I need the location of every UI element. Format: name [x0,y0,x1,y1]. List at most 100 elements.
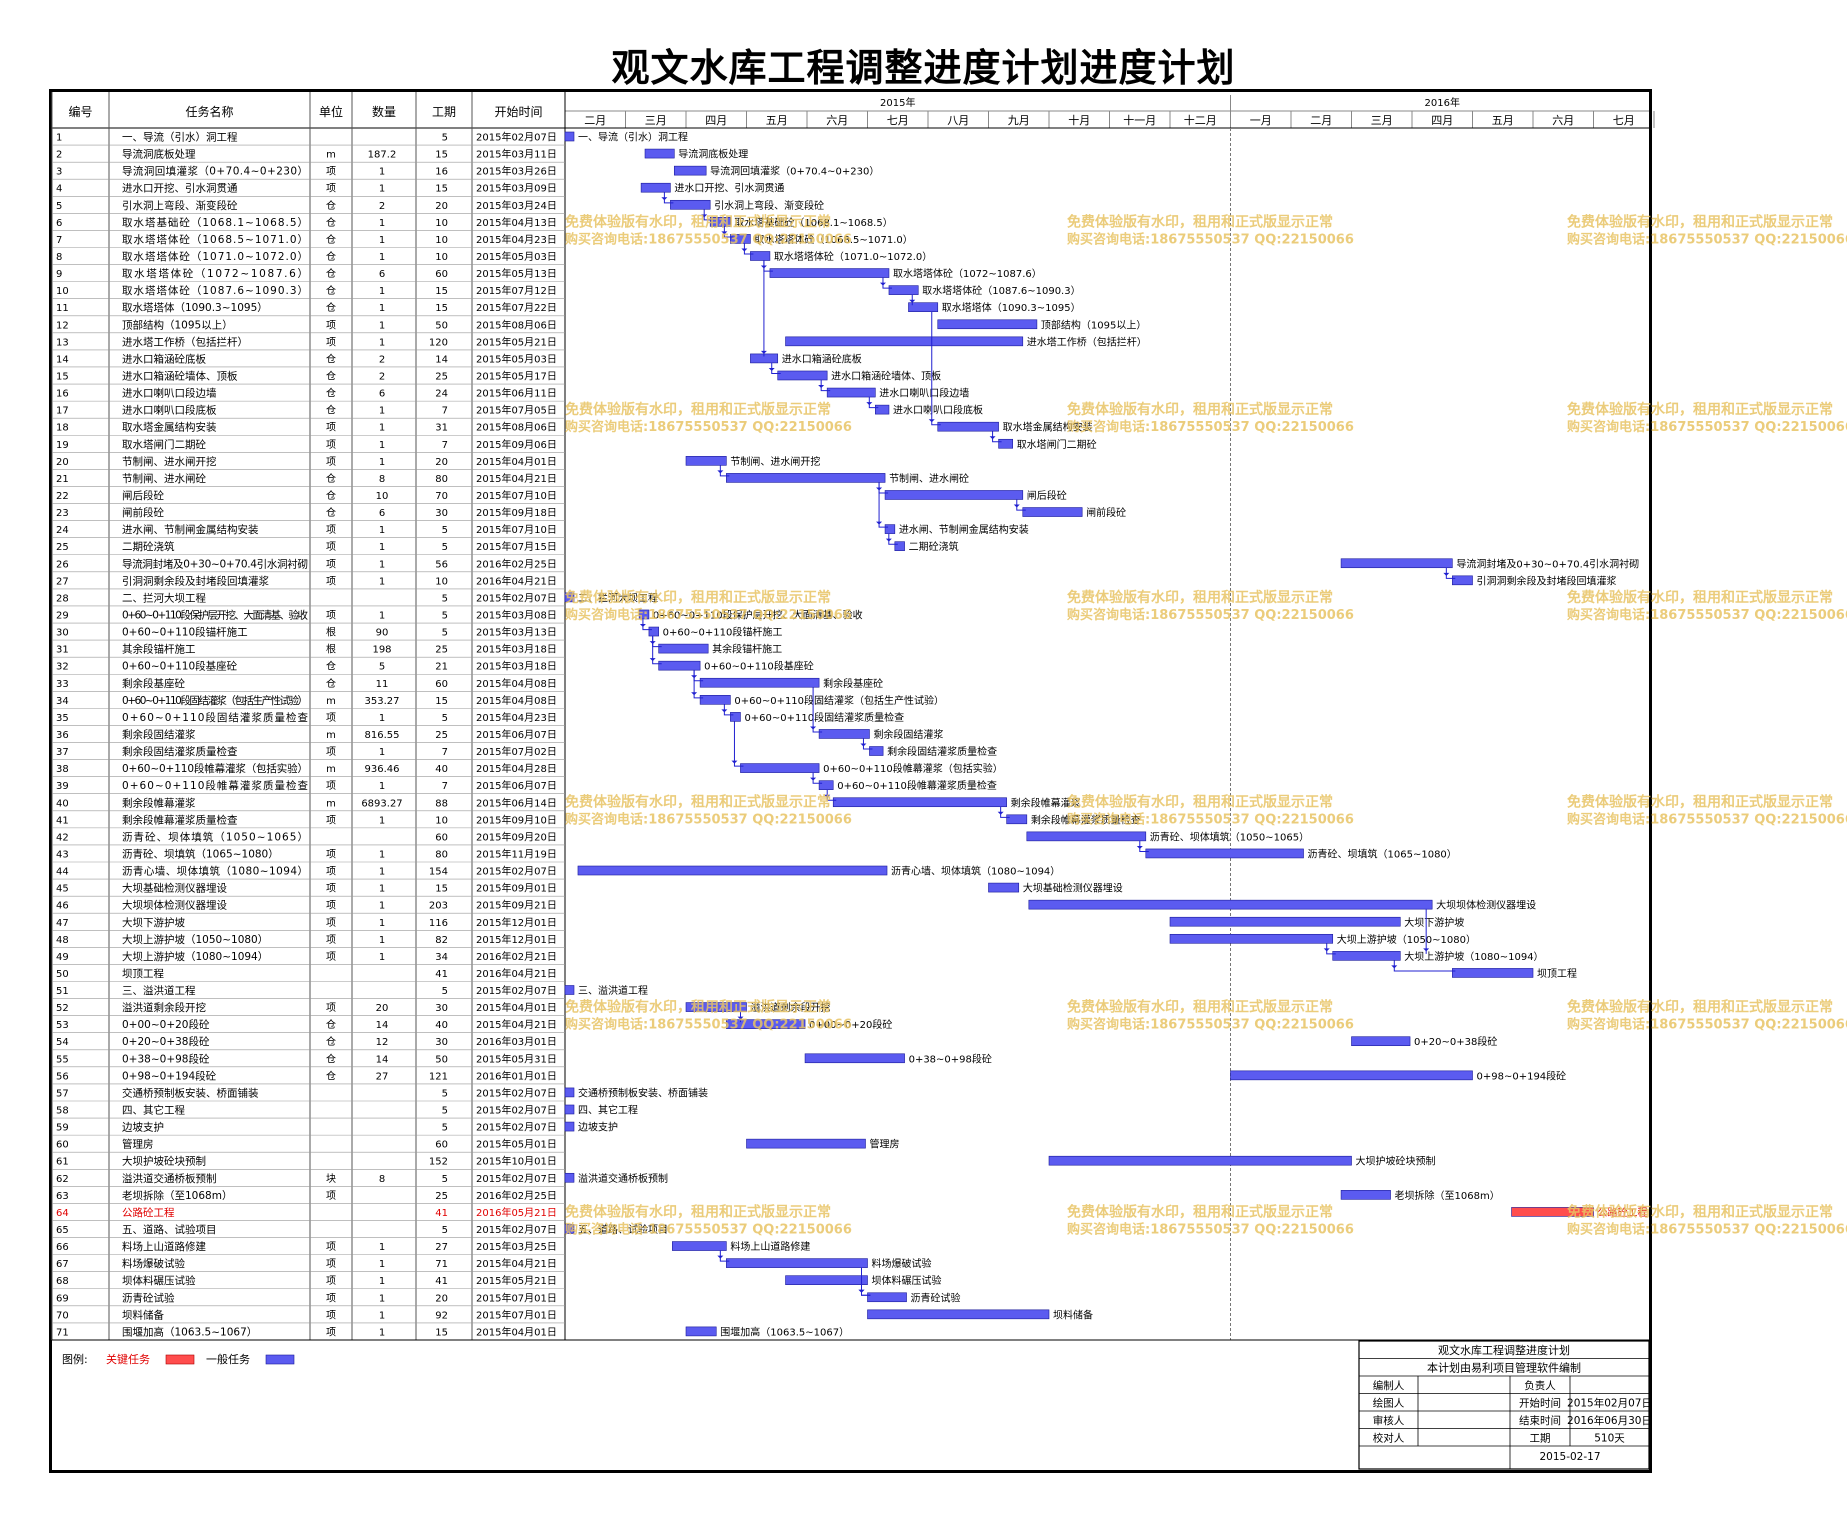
task-qty: 1 [379,167,385,178]
task-name: 进水口喇叭口段底板 [122,404,217,417]
task-duration: 5 [442,525,448,536]
task-name: 导流洞封堵及0+30~0+70.4引水洞衬砌 [122,557,308,570]
task-start: 2015年10月01日 [476,1155,557,1168]
row-id: 14 [56,354,69,365]
task-qty: 1 [379,337,385,348]
task-duration: 203 [429,901,448,912]
task-bar [1340,1190,1391,1200]
task-duration: 14 [435,354,448,365]
task-start: 2015年04月01日 [476,1325,557,1338]
task-start: 2015年05月13日 [476,267,557,280]
task-start: 2016年04月21日 [476,967,557,980]
task-unit: 项 [326,1002,336,1014]
task-duration: 60 [435,679,448,690]
task-unit: 项 [326,951,336,963]
row-id: 27 [56,576,69,587]
column-header: 工期 [432,105,456,119]
bar-label: 四、其它工程 [578,1104,638,1117]
page-title: 观文水库工程调整进度计划进度计划 [611,45,1236,90]
bar-label: 坝料储备 [1053,1308,1093,1321]
task-qty: 1 [379,815,385,826]
task-duration: 10 [435,218,448,229]
task-start: 2016年04月21日 [476,574,557,587]
row-id: 57 [56,1088,69,1099]
bar-label: 边坡支护 [578,1121,618,1134]
task-qty: 1 [379,286,385,297]
task-duration: 7 [442,781,448,792]
row-id: 43 [56,849,69,860]
task-duration: 30 [435,1003,448,1014]
dependency-arrow [1323,948,1330,952]
task-bar [1145,848,1304,859]
task-unit: 仓 [326,216,336,229]
month-label: 四月 [705,114,727,127]
dependency-arrow [879,282,886,286]
row-id: 33 [56,679,69,690]
task-start: 2015年08月06日 [476,421,557,434]
row-id: 41 [56,815,69,826]
task-start: 2015年05月31日 [476,1052,557,1065]
task-bar [1332,951,1401,961]
task-bar [1022,507,1083,517]
task-unit: 项 [326,558,336,570]
bar-label: 导流洞底板处理 [678,148,748,161]
bar-label: 0+60~0+110段固结灌浆质量检查 [744,711,904,724]
task-qty: 11 [376,679,389,690]
task-start: 2015年05月03日 [476,250,557,263]
task-name: 老坝拆除（至1068m） [122,1189,232,1202]
info-box-title: 观文水库工程调整进度计划 [1438,1343,1570,1357]
gantt-frame [49,89,1652,1473]
task-unit: 项 [326,1309,336,1321]
task-unit: 项 [326,609,336,621]
task-name: 顶部结构（1095以上） [122,318,233,331]
task-start: 2016年03月01日 [476,1035,557,1048]
year-label: 2015年 [880,96,915,109]
dependency-link [882,277,892,289]
task-name: 大坝上游护坡（1080~1094） [122,950,268,963]
task-unit: 根 [326,626,336,639]
task-duration: 92 [435,1310,448,1321]
task-start: 2015年07月12日 [476,284,557,297]
row-id: 37 [56,747,69,758]
month-label: 十一月 [1123,113,1156,127]
watermark-text: 免费体验版有水印，租用和正式版显示正常 [1067,401,1333,418]
info-cell: 编制人 [1373,1379,1405,1392]
task-start: 2015年02月07日 [476,591,557,604]
task-bar [785,336,1024,347]
row-id: 46 [56,901,69,912]
task-qty: 8 [379,1174,385,1185]
dependency-link [826,789,837,801]
task-name: 大坝下游护坡 [122,916,185,929]
info-cell: 510天 [1594,1433,1625,1445]
task-bar [577,865,888,876]
bar-label: 大坝护坡砼块预制 [1356,1155,1436,1168]
task-duration: 50 [435,320,448,331]
info-cell: 2015年02月07日 [1567,1397,1652,1410]
month-label: 八月 [947,114,969,127]
task-qty: 816.55 [365,730,400,741]
task-start: 2015年02月07日 [476,1223,557,1236]
dependency-arrow [721,231,728,235]
task-unit: 仓 [326,404,336,417]
task-duration: 60 [435,832,448,843]
watermark-text: 免费体验版有水印，租用和正式版显示正常 [1567,1203,1833,1220]
task-name: 取水塔塔体砼（1072~1087.6） [122,267,308,280]
task-qty: 1 [379,1310,385,1321]
task-start: 2016年02月25日 [476,557,557,570]
row-id: 11 [56,303,69,314]
task-bar [1452,575,1473,586]
watermark-text: 免费体验版有水印，租用和正式版显示正常 [1567,794,1833,811]
task-duration: 60 [435,1140,448,1151]
info-cell: 绘图人 [1373,1397,1405,1410]
bar-label: 管理房 [869,1138,899,1151]
row-id: 15 [56,372,69,383]
bar-label: 节制闸、进水闸开挖 [730,455,820,468]
task-bar [884,524,896,534]
task-duration: 10 [435,235,448,246]
watermark-text: 购买咨询电话:18675550537 QQ:22150066 [565,812,852,828]
bar-label: 取水塔闸门二期砼 [1017,438,1097,451]
task-duration: 10 [435,252,448,263]
task-name: 取水塔塔体砼（1087.6~1090.3） [122,284,308,297]
legend-label: 图例: [62,1352,88,1366]
task-start: 2015年03月25日 [476,1240,557,1253]
